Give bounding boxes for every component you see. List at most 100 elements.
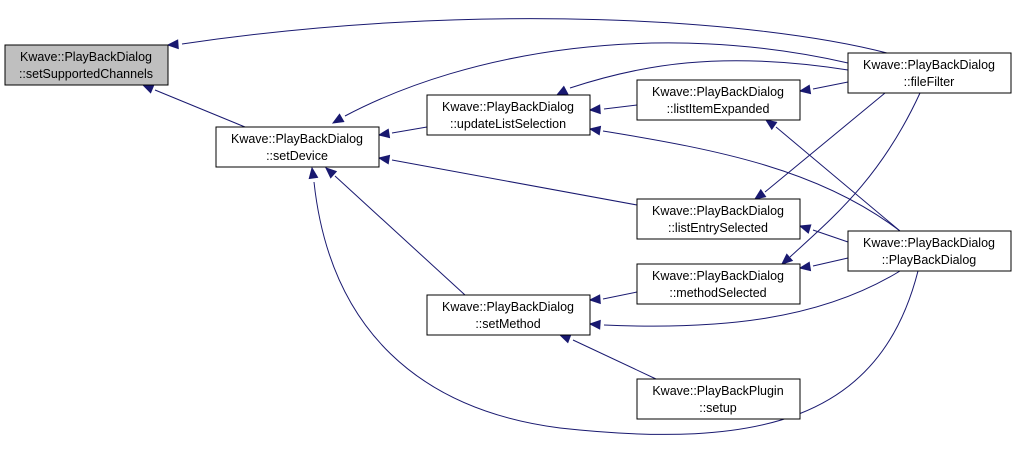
edge-line [812,257,849,267]
edge-PlayBackDialog-to-listEntrySelected [798,224,849,243]
edge-updateListSelection-to-setDevice [377,126,428,139]
arrowhead-icon [798,84,812,95]
node-label-line2: ::PlayBackDialog [882,253,977,267]
arrowhead-icon [325,167,338,179]
edge-line [181,18,888,54]
node-box [636,378,801,420]
edge-fileFilter-to-listItemExpanded [798,81,849,95]
arrowhead-icon [308,166,319,180]
arrowhead-icon [331,113,345,124]
nodes-layer: Kwave::PlayBackDialog ::setSupportedChan… [4,44,1012,420]
node-box [4,44,169,86]
arrowhead-icon [588,125,602,136]
node-label-line2: ::setMethod [475,317,540,331]
edge-PlayBackDialog-to-listItemExpanded [764,119,901,232]
node-box [426,294,591,336]
node-listItemExpanded[interactable]: Kwave::PlayBackDialog ::listItemExpanded [636,79,801,121]
edge-line [572,339,657,380]
node-label-line2: ::methodSelected [669,286,766,300]
edge-line [313,181,919,435]
edge-line [391,126,428,134]
arrowhead-icon [753,188,767,200]
node-setDevice[interactable]: Kwave::PlayBackDialog ::setDevice [215,126,380,168]
node-box [847,52,1012,94]
edge-line [603,270,901,327]
node-updateListSelection[interactable]: Kwave::PlayBackDialog ::updateListSelect… [426,94,591,136]
edge-listEntrySelected-to-setDevice [377,154,638,206]
edge-line [344,42,849,117]
arrowhead-icon [588,104,601,115]
arrowhead-icon [588,294,601,305]
edge-line [602,130,901,232]
node-label-line1: Kwave::PlayBackDialog [442,100,574,114]
arrowhead-icon [764,119,778,131]
arrowhead-icon [555,85,569,96]
node-box [636,263,801,305]
edge-setup-to-setMethod [558,334,657,380]
edge-line [603,104,638,110]
arrowhead-icon [798,224,812,234]
edge-PlayBackDialog-to-setDevice [308,166,919,435]
node-methodSelected[interactable]: Kwave::PlayBackDialog ::methodSelected [636,263,801,305]
node-setup[interactable]: Kwave::PlayBackPlugin ::setup [636,378,801,420]
node-label-line1: Kwave::PlayBackPlugin [652,384,783,398]
arrowhead-icon [377,128,391,139]
edge-line [569,60,849,89]
node-label-line2: ::updateListSelection [450,117,566,131]
node-box [636,79,801,121]
node-listEntrySelected[interactable]: Kwave::PlayBackDialog ::listEntrySelecte… [636,198,801,240]
edge-line [764,92,886,193]
edge-line [812,229,849,243]
node-box [215,126,380,168]
edge-setMethod-to-setDevice [325,167,466,296]
node-label-line1: Kwave::PlayBackDialog [652,269,784,283]
edge-line [602,291,638,300]
edge-PlayBackDialog-to-methodSelected [798,257,849,272]
node-label-line2: ::listEntrySelected [668,221,768,235]
node-label-line2: ::setDevice [266,149,328,163]
node-label-line1: Kwave::PlayBackDialog [652,85,784,99]
node-box [426,94,591,136]
edge-methodSelected-to-setMethod [588,291,638,305]
node-box [636,198,801,240]
edge-fileFilter-to-setSupportedChannels [166,18,888,54]
node-label-line1: Kwave::PlayBackDialog [863,58,995,72]
edge-line [391,159,638,206]
edge-PlayBackDialog-to-updateListSelection [588,125,901,232]
node-label-line1: Kwave::PlayBackDialog [863,236,995,250]
node-label-line1: Kwave::PlayBackDialog [442,300,574,314]
edge-fileFilter-to-listEntrySelected [753,92,886,200]
edge-PlayBackDialog-to-setMethod [588,270,901,330]
node-PlayBackDialog[interactable]: Kwave::PlayBackDialog ::PlayBackDialog [847,230,1012,272]
node-setMethod[interactable]: Kwave::PlayBackDialog ::setMethod [426,294,591,336]
node-box [847,230,1012,272]
edge-setDevice-to-setSupportedChannels [141,84,246,128]
edge-fileFilter-to-updateListSelection [555,60,849,96]
edge-fileFilter-to-methodSelected [781,92,921,265]
node-label-line1: Kwave::PlayBackDialog [20,50,152,64]
node-label-line1: Kwave::PlayBackDialog [652,204,784,218]
edge-line [334,175,466,296]
arrowhead-icon [141,84,155,94]
node-label-line1: Kwave::PlayBackDialog [231,132,363,146]
edge-line [154,89,246,128]
arrowhead-icon [588,319,601,330]
node-label-line2: ::listItemExpanded [667,102,770,116]
arrowhead-icon [166,39,179,50]
arrowhead-icon [798,261,812,272]
arrowhead-icon [377,154,391,165]
arrowhead-icon [781,253,794,265]
edge-line [812,81,849,90]
node-label-line2: ::setup [699,401,737,415]
edges-layer [141,18,921,435]
edge-fileFilter-to-setDevice [331,42,849,124]
node-label-line2: ::fileFilter [904,75,955,89]
edge-listItemExpanded-to-updateListSelection [588,104,638,115]
edge-line [789,92,921,258]
node-setSupportedChannels[interactable]: Kwave::PlayBackDialog ::setSupportedChan… [4,44,169,86]
arrowhead-icon [558,334,572,344]
node-label-line2: ::setSupportedChannels [19,67,153,81]
edge-line [775,126,901,232]
node-fileFilter[interactable]: Kwave::PlayBackDialog ::fileFilter [847,52,1012,94]
